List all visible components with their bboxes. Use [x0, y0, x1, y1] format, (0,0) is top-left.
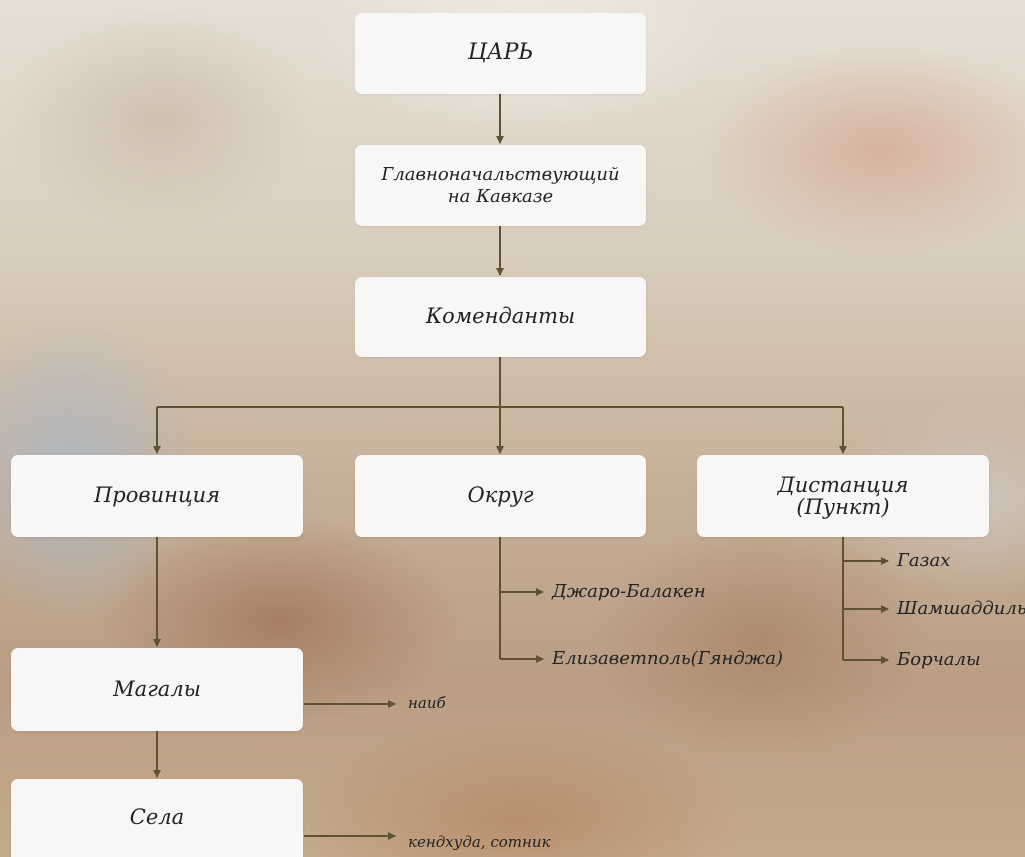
label-kendkhuda: кендхуда, сотник: [408, 833, 551, 851]
label-elizavetpol: Елизаветполь(Гянджа): [552, 648, 783, 669]
node-commandants: Коменданты: [355, 277, 646, 357]
label-gazakh: Газах: [897, 550, 951, 571]
label-naib: наиб: [408, 694, 446, 712]
label-shamshaddil: Шамшаддиль: [897, 598, 1025, 619]
node-district: Округ: [355, 455, 646, 537]
node-magaly: Магалы: [11, 648, 303, 731]
node-commander-in-chief: Главноначальствующий на Кавказе: [355, 145, 646, 226]
node-province: Провинция: [11, 455, 303, 537]
label-borchaly: Борчалы: [897, 649, 981, 670]
node-tsar: ЦАРЬ: [355, 13, 646, 94]
node-distance: Дистанция (Пункт): [697, 455, 989, 537]
node-sela: Села: [11, 779, 303, 857]
label-dzharo-balaken: Джаро-Балакен: [552, 581, 706, 602]
